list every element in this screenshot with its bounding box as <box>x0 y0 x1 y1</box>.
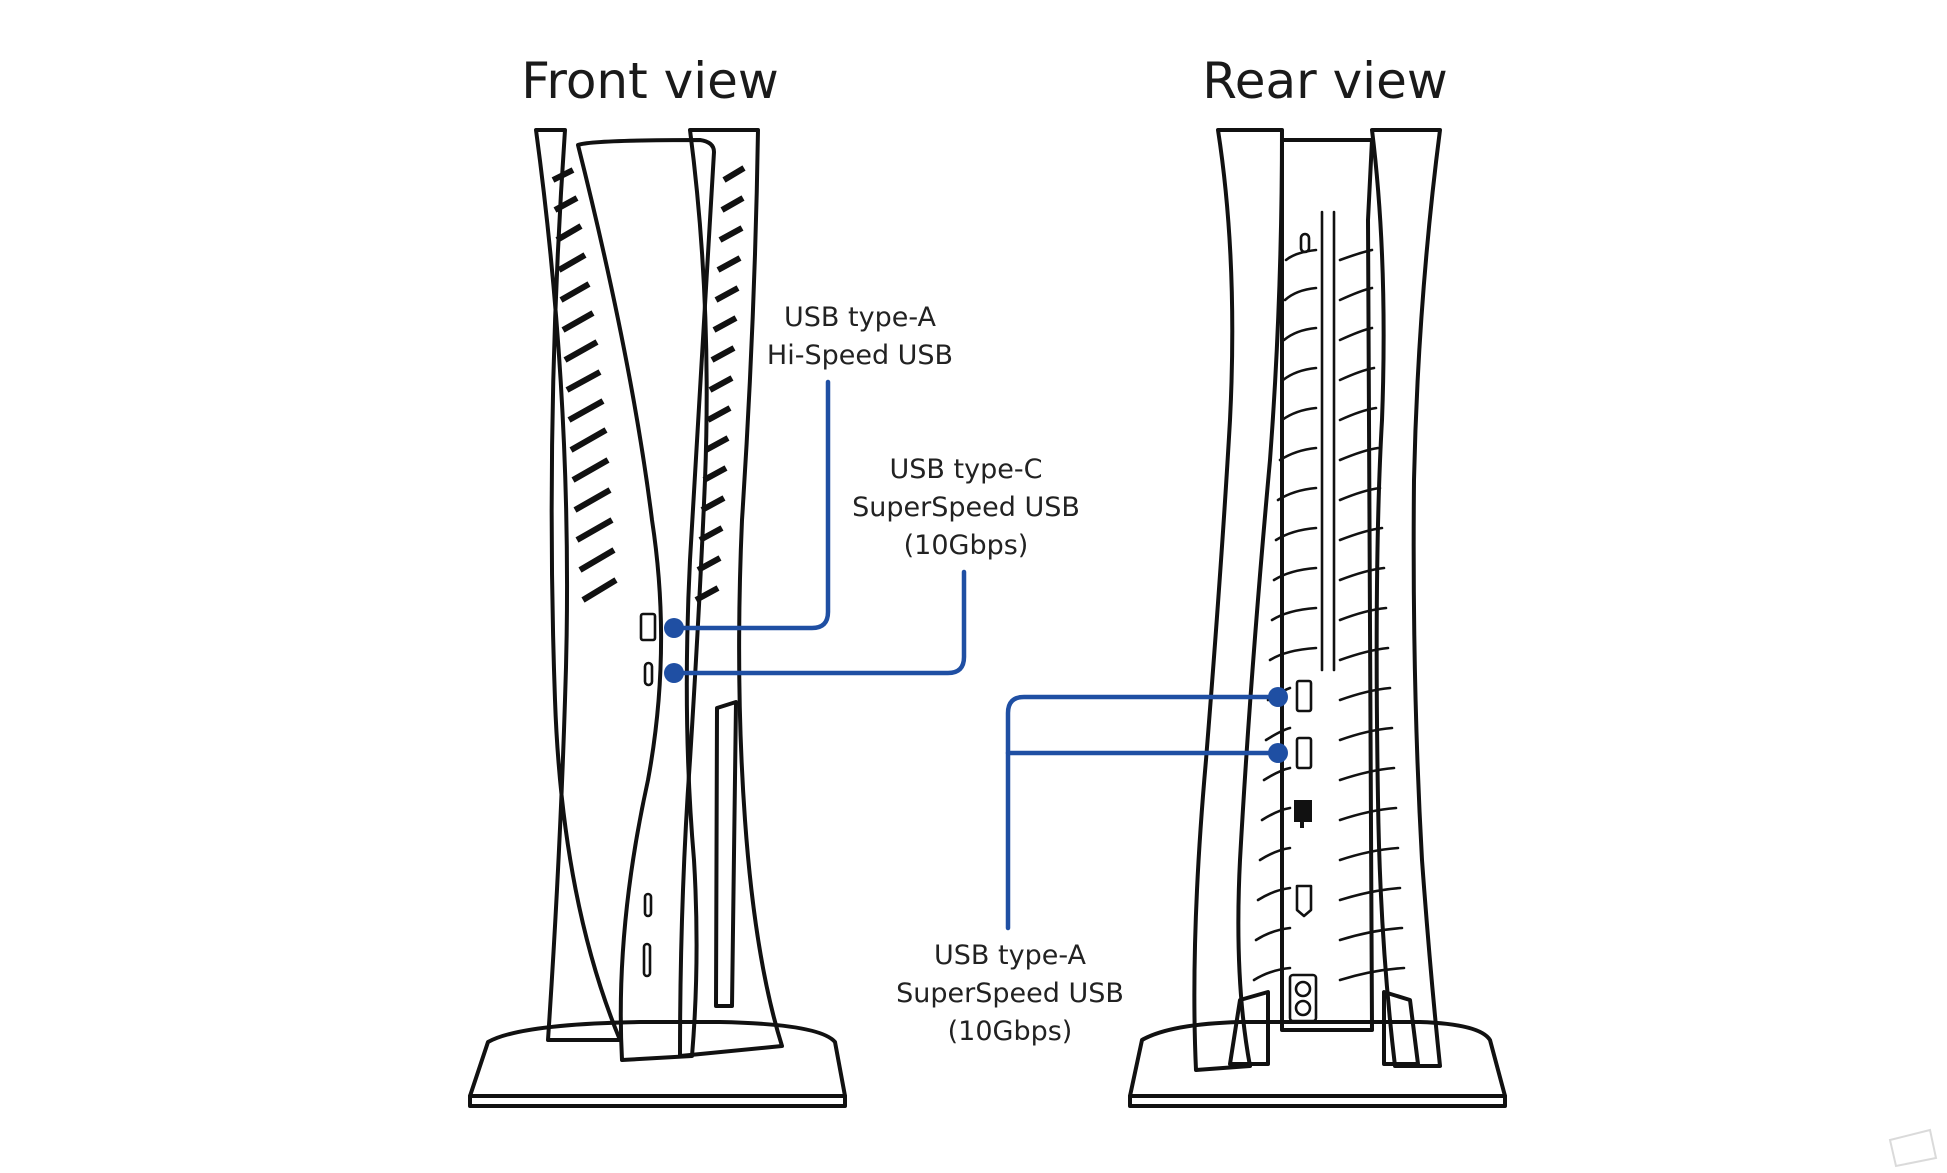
rear-usb-a-port-lower <box>1295 736 1313 770</box>
front-usb-c-port <box>643 661 654 687</box>
disc-slot <box>714 700 738 1008</box>
ethernet-port <box>1294 800 1312 828</box>
watermark-logo <box>1888 1128 1938 1168</box>
label-rear-usb-a-line2: SuperSpeed USB <box>896 978 1124 1009</box>
rear-center-body <box>1280 138 1374 1032</box>
rear-top-slot <box>1299 232 1311 254</box>
label-front-usb-a-line2: Hi-Speed USB <box>767 340 953 371</box>
rear-left-panel <box>1192 128 1284 1072</box>
rear-right-panel <box>1370 128 1442 1068</box>
label-rear-usb-a: USB type-A SuperSpeed USB (10Gbps) <box>896 940 1124 1047</box>
front-center-body <box>576 138 716 1062</box>
hdmi-port <box>1295 884 1313 918</box>
rear-base-stand <box>1128 990 1507 1108</box>
rear-usb-a-port-upper <box>1295 679 1313 713</box>
front-right-vent <box>694 165 746 603</box>
front-view-heading: Front view <box>521 52 779 110</box>
front-console-illustration <box>468 128 847 1108</box>
label-rear-usb-a-line1: USB type-A <box>934 940 1086 971</box>
callout-leader-rear-usb-a <box>1005 687 1288 931</box>
label-front-usb-c: USB type-C SuperSpeed USB (10Gbps) <box>852 454 1080 561</box>
label-front-usb-a-line1: USB type-A <box>784 302 936 333</box>
rear-left-fins <box>1252 248 1318 982</box>
rear-console-illustration <box>1128 128 1507 1108</box>
callout-leader-front-usb-a <box>664 379 831 638</box>
label-rear-usb-a-line3: (10Gbps) <box>948 1016 1073 1047</box>
label-front-usb-c-line2: SuperSpeed USB <box>852 492 1080 523</box>
ac-power-inlet <box>1288 973 1318 1023</box>
eject-button <box>642 942 652 978</box>
label-front-usb-c-line3: (10Gbps) <box>904 530 1029 561</box>
front-base-stand <box>468 1020 847 1108</box>
callout-leader-front-usb-c <box>664 569 967 683</box>
label-front-usb-c-line1: USB type-C <box>890 454 1043 485</box>
label-front-usb-a: USB type-A Hi-Speed USB <box>767 302 953 371</box>
rear-right-fins <box>1338 248 1406 982</box>
front-left-vent <box>551 167 618 603</box>
front-usb-a-port <box>639 612 657 642</box>
rear-view-heading: Rear view <box>1202 52 1447 110</box>
power-button <box>643 892 653 918</box>
